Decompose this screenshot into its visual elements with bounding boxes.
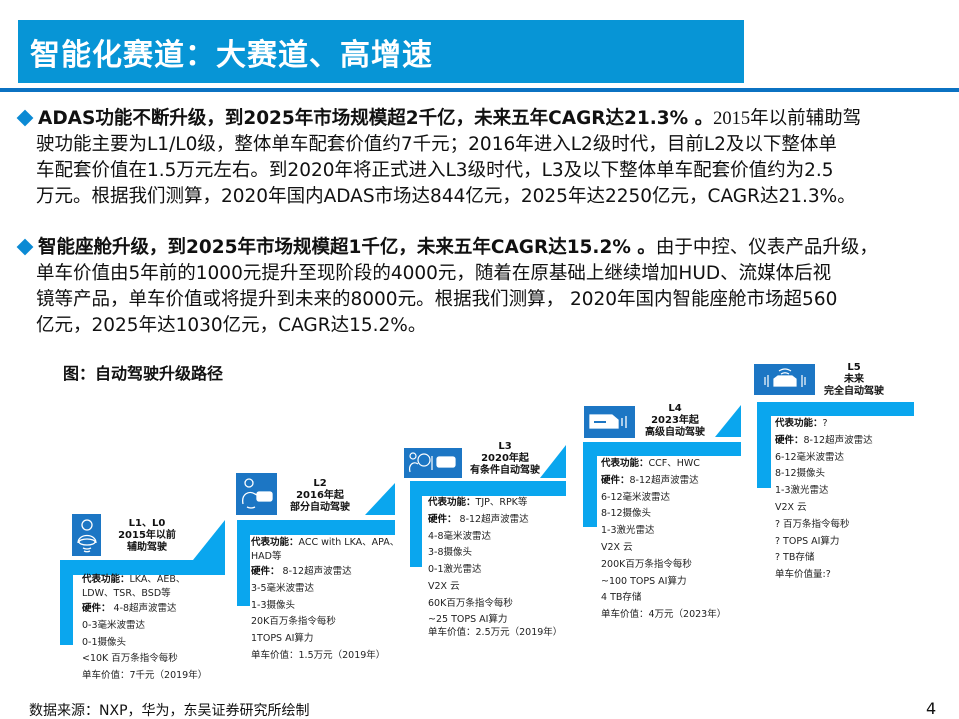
step-bar-vertical: [583, 442, 597, 527]
driver-assist-car-icon: [236, 473, 277, 515]
step-arrow-triangle: [193, 520, 225, 560]
step-details: 代表功能：? 硬件：8-12超声波雷达 6-12毫米波雷达 8-12摄像头 1-…: [775, 418, 873, 581]
step-arrow-triangle: [715, 405, 741, 437]
bullet-line: 镜等产品，单车价值或将提升到未来的8000元。根据我们测算， 2020年国内智能…: [36, 289, 838, 310]
car-sensor-icon: [584, 406, 635, 438]
step-bar-vertical: [757, 402, 771, 488]
step-details: 代表功能：ACC with LKA、APA、 HAD等 硬件： 8-12超声波雷…: [251, 537, 400, 661]
page-number: 4: [926, 699, 937, 718]
step-bar-vertical: [237, 520, 250, 606]
step-year: 2020年起: [481, 453, 529, 464]
step-year: 2015年以前: [118, 530, 176, 541]
step-bar-vertical: [410, 481, 422, 567]
step-name: 完全自动驾驶: [824, 386, 884, 397]
bullet-lead: ADAS功能不断升级，到2025年市场规模超2千亿，未来五年CAGR达21.3%…: [38, 108, 714, 129]
step-arrow-triangle: [365, 483, 395, 515]
step-header: L4 2023年起 高级自动驾驶: [635, 403, 715, 439]
step-name: 部分自动驾驶: [290, 502, 350, 513]
step-bar-horizontal: [237, 520, 395, 535]
step-level: L3: [498, 441, 512, 452]
step-year: 2023年起: [651, 415, 699, 426]
page-title: 智能化赛道：大赛道、高增速: [30, 38, 433, 73]
bullet-line: 驶功能主要为L1/L0级，整体单车配套价值约7千元；2016年进入L2级时代，目…: [36, 134, 837, 155]
step-name: 高级自动驾驶: [645, 427, 705, 438]
step-level: L4: [668, 403, 682, 414]
bullet-line: 亿元，2025年达1030亿元，CAGR达15.2%。: [36, 315, 427, 336]
step-level: L2: [313, 478, 327, 489]
conditional-autonomy-icon: [404, 448, 462, 478]
title-bar: 智能化赛道：大赛道、高增速: [18, 20, 744, 83]
step-bar-horizontal: [583, 442, 741, 456]
step-bar-vertical: [60, 560, 73, 645]
step-level: L5: [847, 362, 861, 373]
bullet-line: 单车价值由5年前的1000元提升至现阶段的4000元，随着在原基础上继续增加HU…: [36, 263, 832, 284]
step-details: 代表功能：CCF、HWC 硬件：8-12超声波雷达 6-12毫米波雷达 8-12…: [601, 458, 727, 621]
step-bar-horizontal: [757, 402, 914, 416]
step-details: 代表功能：TJP、RPK等 硬件： 8-12超声波雷达 4-8毫米波雷达 3-8…: [428, 497, 563, 638]
step-level: L1、L0: [128, 518, 166, 529]
step-name: 辅助驾驶: [127, 542, 167, 553]
step-header: L5 未来 完全自动驾驶: [812, 362, 896, 398]
step-arrow-triangle: [540, 445, 566, 478]
bullet-line: 万元。根据我们测算，2020年国内ADAS市场达844亿元，2025年达2250…: [36, 186, 856, 207]
driver-steering-wheel-icon: [72, 514, 101, 556]
diamond-bullet-icon: [16, 109, 34, 127]
step-bar-horizontal: [60, 560, 225, 575]
autonomous-car-signal-icon: [754, 364, 815, 395]
bullet-adas: ADAS功能不断升级，到2025年市场规模超2千亿，未来五年CAGR达21.3%…: [16, 106, 953, 210]
bullet-cockpit: 智能座舱升级，到2025年市场规模超1千亿，未来五年CAGR达15.2% 。由于…: [16, 235, 953, 339]
step-header: L3 2020年起 有条件自动驾驶: [460, 441, 550, 477]
step-bar-horizontal: [410, 481, 566, 496]
title-divider: [0, 88, 959, 92]
step-header: L1、L0 2015年以前 辅助驾驶: [108, 518, 186, 554]
step-year: 2016年起: [296, 490, 344, 501]
bullet-text: 由于中控、仪表产品升级，: [655, 237, 878, 258]
step-header: L2 2016年起 部分自动驾驶: [275, 478, 365, 514]
step-name: 有条件自动驾驶: [470, 465, 540, 476]
data-source: 数据来源：NXP，华为，东吴证券研究所绘制: [29, 703, 310, 719]
figure-title: 图：自动驾驶升级路径: [63, 364, 224, 383]
bullet-lead: 智能座舱升级，到2025年市场规模超1千亿，未来五年CAGR达15.2% 。: [38, 237, 656, 258]
step-details: 代表功能：LKA、AEB、 LDW、TSR、BSD等 硬件： 4-8超声波雷达 …: [82, 574, 208, 682]
bullet-line: 车配套价值在1.5万元左右。到2020年将正式进入L3级时代，L3及以下整体单车…: [36, 160, 834, 181]
diamond-bullet-icon: [16, 238, 34, 256]
bullet-text: 2015年以前辅助驾: [713, 109, 862, 129]
step-year: 未来: [844, 374, 864, 385]
